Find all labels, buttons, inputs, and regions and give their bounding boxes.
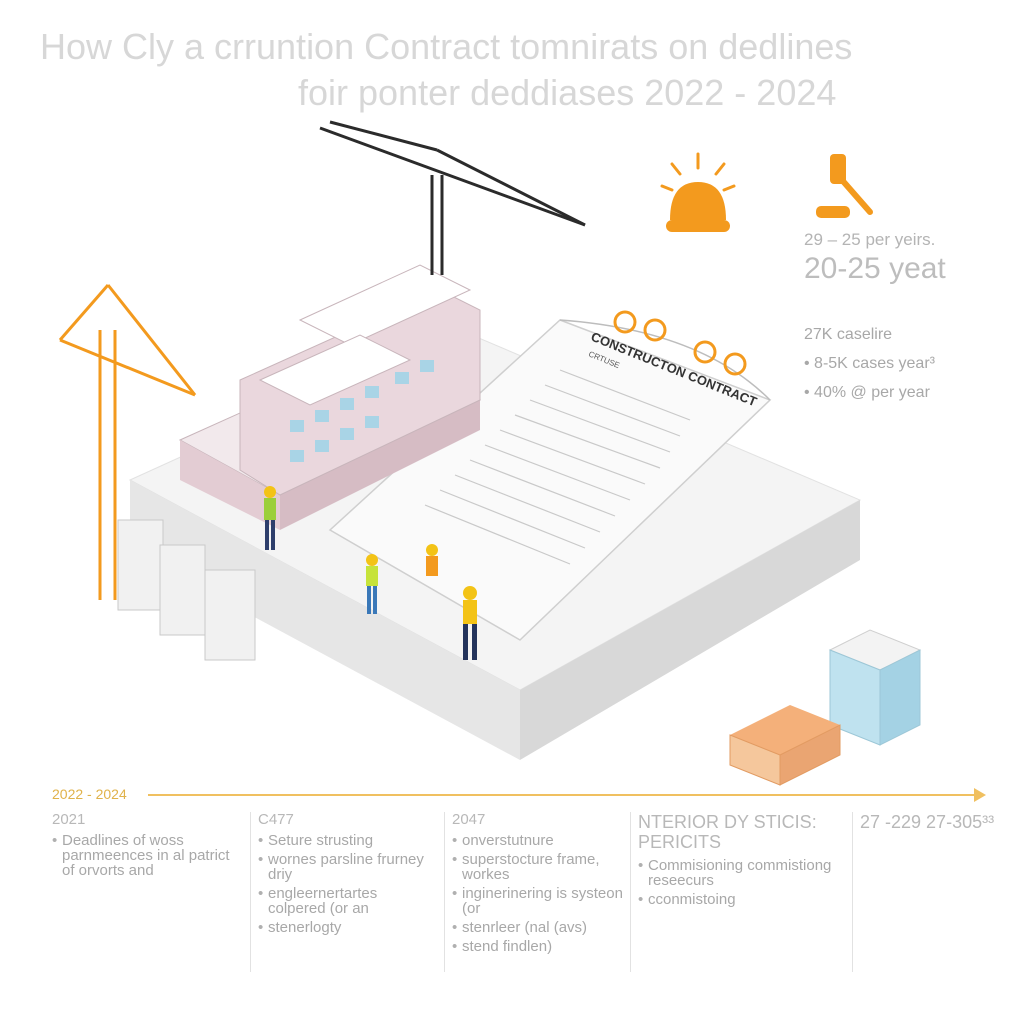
timeline-divider: [852, 812, 853, 972]
timeline-column-4: NTERIOR DY STICIS: PERICITS Commisioning…: [638, 812, 848, 911]
timeline-range-label: 2022 - 2024: [52, 786, 127, 802]
timeline-column-heading: 2047: [452, 811, 486, 828]
alarm-light-icon: [660, 152, 736, 232]
cases-head: 27K caselire: [804, 326, 893, 343]
apartment-building: [178, 264, 482, 530]
construction-workers: [264, 486, 477, 660]
tower-crane-orange: [58, 284, 197, 600]
timeline-column-5: 27 -229 27-305³³: [860, 812, 1010, 838]
construction-scene-illustration: CONSTRUCTON CONTRACT CRTUSE: [58, 120, 922, 786]
cases-item: • 40% @ per year: [804, 384, 930, 401]
timeline-arrow-icon: [974, 788, 986, 802]
title-line-2: foir ponter deddiases 2022 - 2024: [298, 72, 837, 113]
scaffolding-stacks: [117, 519, 256, 661]
timeline-column-heading: NTERIOR DY STICIS: PERICITS: [638, 812, 817, 852]
timeline-divider: [250, 812, 251, 972]
timeline-divider: [444, 812, 445, 972]
years-small: 29 – 25 per yeirs.: [804, 230, 936, 249]
timeline-item: stend findlen): [452, 939, 632, 954]
contract-document: CONSTRUCTON CONTRACT CRTUSE: [328, 310, 772, 641]
timeline-column-heading: 27 -229 27-305³³: [860, 812, 995, 832]
timeline-item: wornes parsline frurney driy: [258, 852, 438, 882]
cases-item: • 8-5K cases year³: [804, 355, 935, 372]
timeline-column-heading: 2021: [52, 811, 86, 828]
timeline-item: superstocture frame, workes: [452, 852, 632, 882]
timeline-item: engleernertartes colpered (or an: [258, 886, 438, 916]
timeline-item: cconmistoing: [638, 892, 848, 907]
timeline-column-2: C477 Seture strusting wornes parsline fr…: [258, 812, 438, 939]
timeline-item: onverstutnure: [452, 833, 632, 848]
timeline-column-3: 2047 onverstutnure superstocture frame, …: [452, 812, 632, 958]
timeline-column-heading: C477: [258, 811, 294, 828]
cases-stats: 27K caselire • 8-5K cases year³ • 40% @ …: [804, 320, 1014, 407]
timeline-column-1: 2021 Deadlines of woss parnmeences in al…: [52, 812, 242, 882]
timeline-axis: [148, 794, 978, 796]
timeline-item: stenerlogty: [258, 920, 438, 935]
title-line-1: How Cly a crruntion Contract tomnirats o…: [40, 26, 853, 67]
small-buildings: [729, 629, 922, 786]
timeline-item: Seture strusting: [258, 833, 438, 848]
timeline-item: Deadlines of woss parnmeences in al patr…: [52, 833, 242, 878]
timeline-item: Commisioning commistiong reseecurs: [638, 858, 848, 888]
duration-stats: 29 – 25 per yeirs. 20-25 yeat: [804, 230, 1014, 286]
tower-crane-dark: [319, 120, 586, 275]
timeline-item: inginerinering is systeon (or: [452, 886, 632, 916]
years-big: 20-25 yeat: [804, 252, 946, 285]
timeline-item: stenrleer (nal (avs): [452, 920, 632, 935]
gavel-icon: [816, 154, 873, 218]
